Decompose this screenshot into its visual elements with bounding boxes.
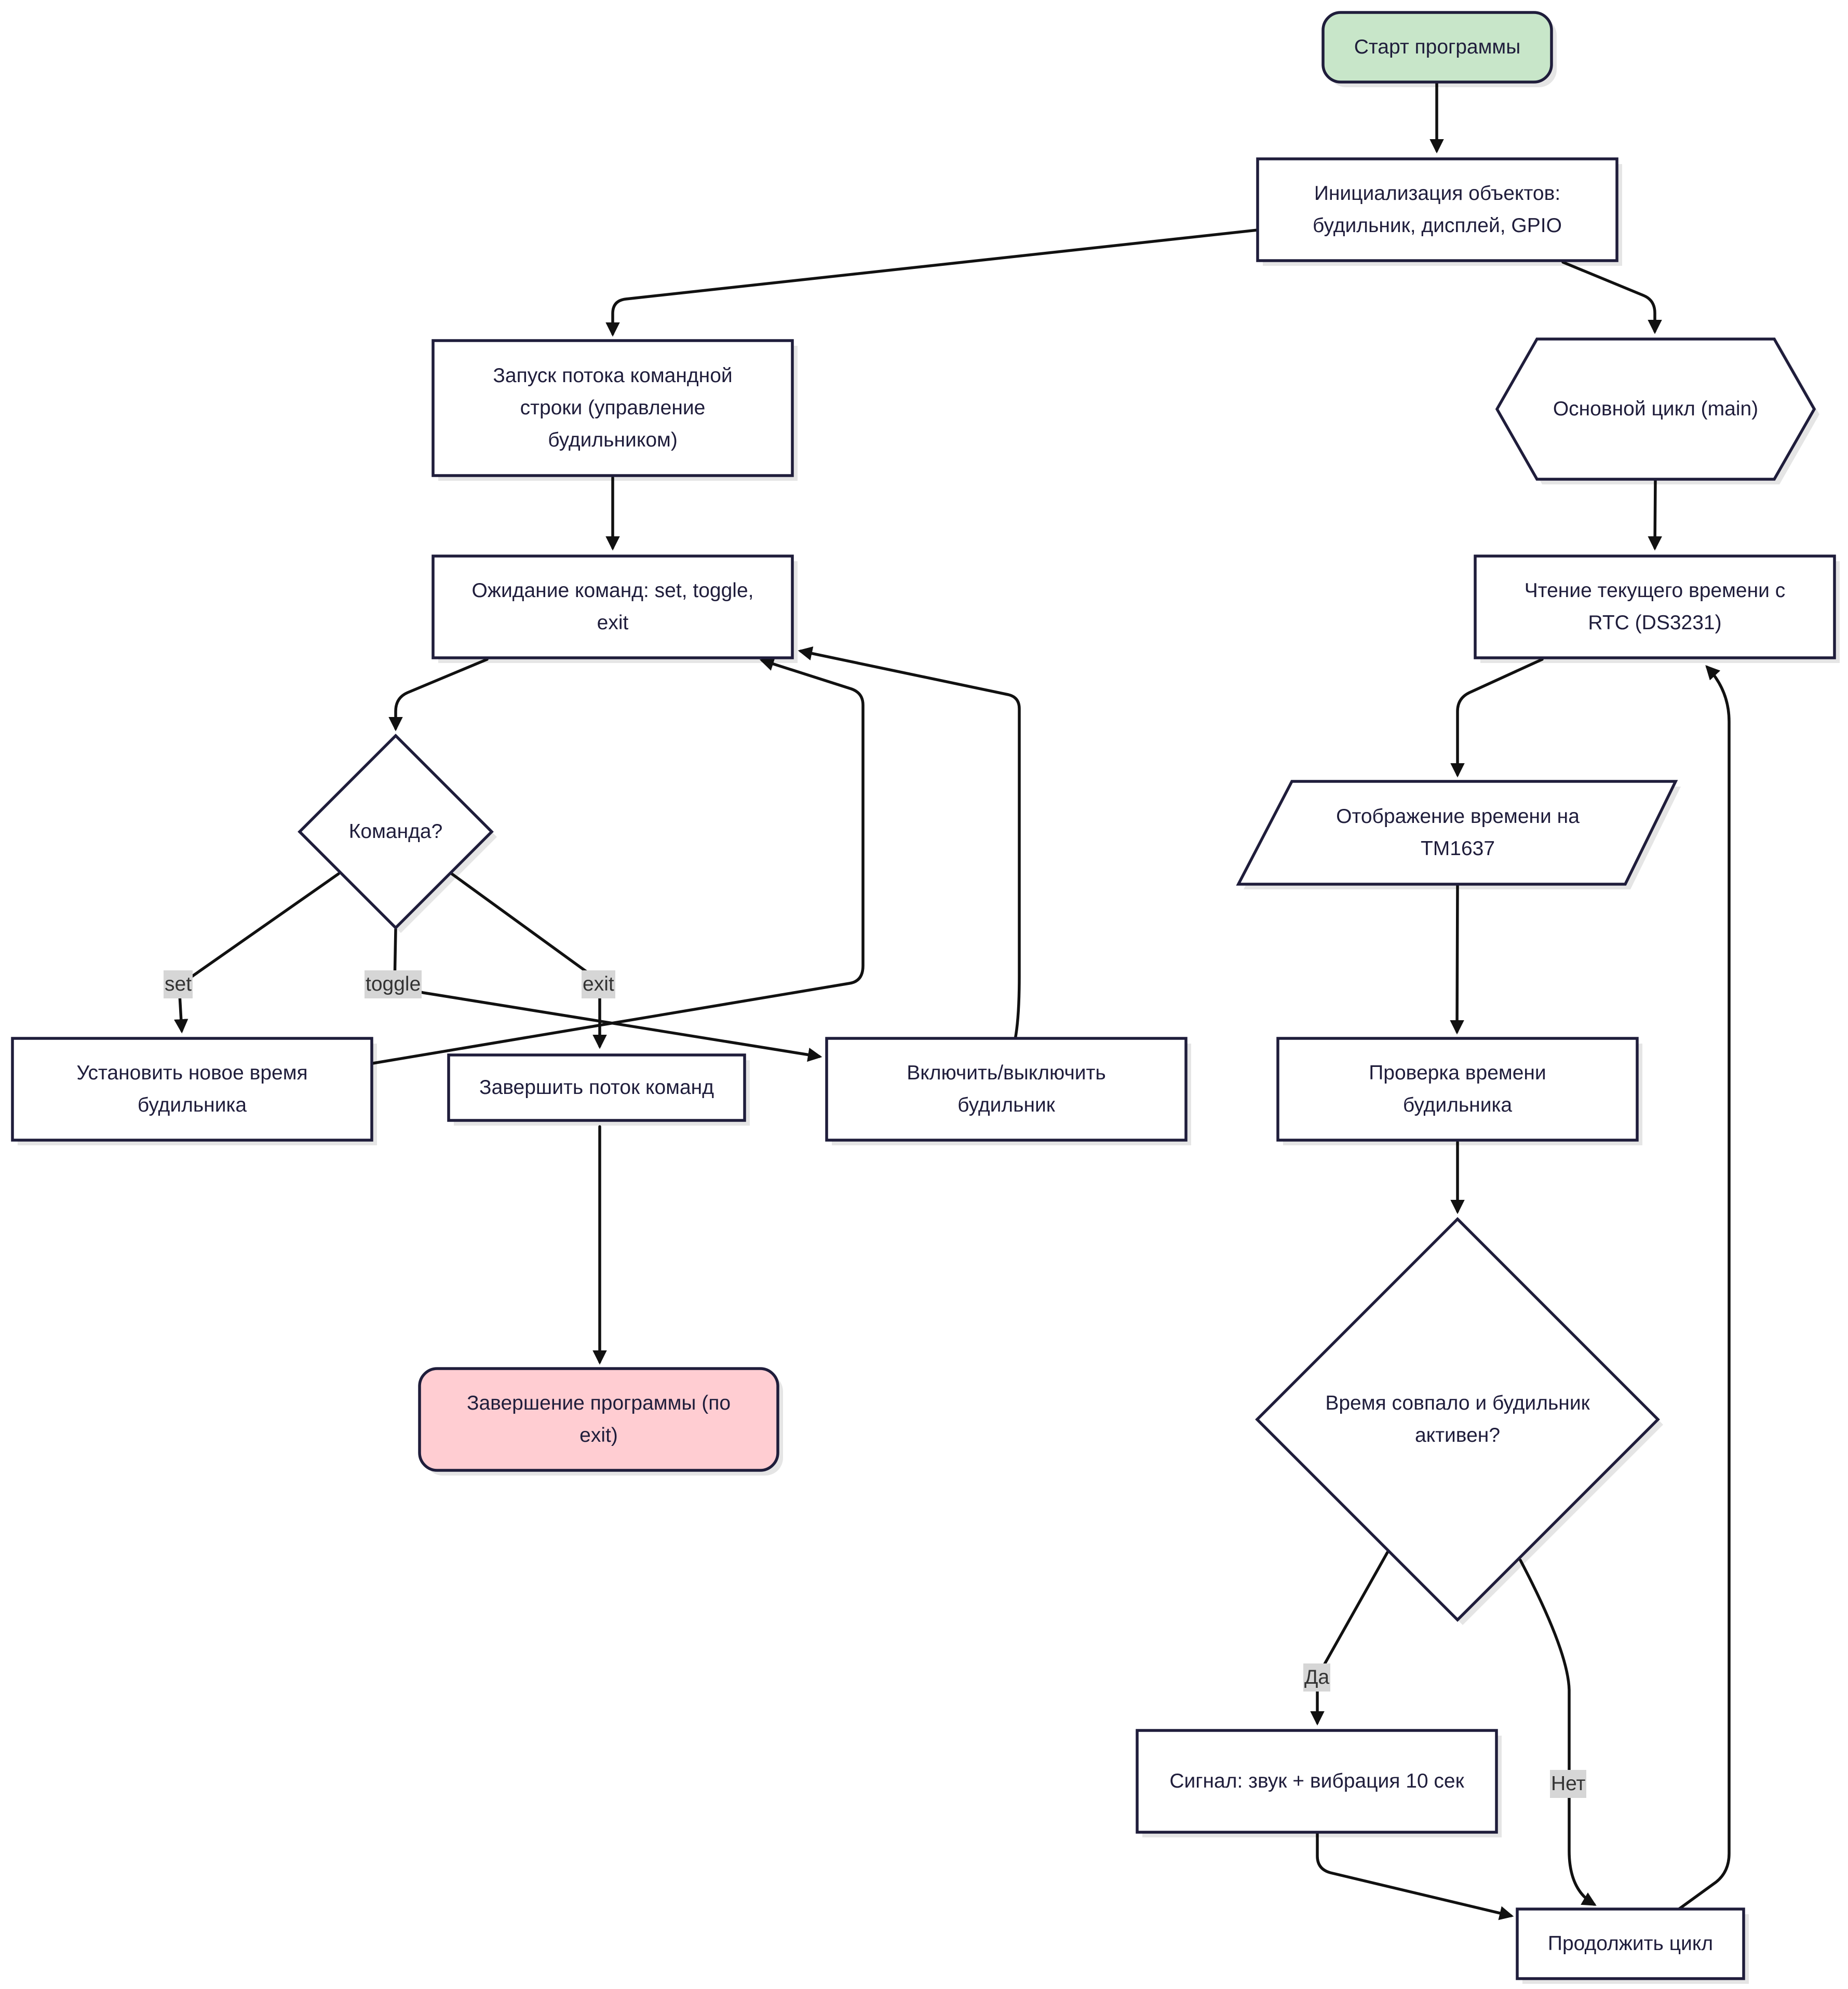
- edge-wait-to-decision: [388, 658, 489, 732]
- edge-set-to-wait: [371, 657, 865, 1065]
- edge-label-no: Нет: [1550, 1770, 1587, 1798]
- edge-decision-to-set: [174, 872, 340, 1034]
- check-alarm-node-label: Проверка времени будильника: [1369, 1062, 1546, 1116]
- edge-label-exit: exit: [582, 970, 615, 998]
- stop-thread-node-shape: [447, 1053, 746, 1122]
- main-loop-node-label: Основной цикл (main): [1553, 398, 1759, 420]
- continue-loop-node-label: Продолжить цикл: [1547, 1932, 1714, 1955]
- stop-thread-node-label: Завершить поток команд: [479, 1076, 714, 1099]
- cli-thread-node-label: Запуск потока командной строки (управлен…: [493, 364, 733, 451]
- alarm-decision-shape: [1255, 1217, 1660, 1622]
- edge-init-to-cli-thread: [605, 228, 1259, 337]
- display-time-node-label: Отображение времени на TM1637: [1336, 805, 1580, 860]
- alarm-decision-label: Время совпало и будильник активен?: [1325, 1392, 1590, 1446]
- end-node-shape: [418, 1367, 779, 1472]
- edge-decision-to-exit: [450, 872, 607, 1049]
- init-node-label: Инициализация объектов: будильник, диспл…: [1313, 182, 1562, 237]
- toggle-alarm-node-label: Включить/выключить будильник: [907, 1062, 1106, 1116]
- start-node-shape: [1321, 11, 1553, 84]
- edge-label-set: set: [164, 970, 193, 998]
- edge-continue-to-read-time: [1677, 665, 1731, 1911]
- edge-decision-yes-to-signal: [1310, 1551, 1389, 1726]
- edges: [174, 82, 1731, 1920]
- edge-display-to-check: [1450, 883, 1464, 1035]
- end-node-label: Завершение программы (по exit): [466, 1392, 731, 1446]
- check-alarm-node-shape: [1276, 1037, 1639, 1142]
- cli-thread-node-shape: [431, 339, 794, 477]
- read-time-node-shape: [1474, 554, 1836, 659]
- display-time-node-shape: [1236, 780, 1678, 886]
- edge-decision-no-to-continue: [1519, 1559, 1597, 1906]
- wait-commands-node-shape: [431, 554, 794, 659]
- edge-toggle-to-wait: [798, 646, 1021, 1041]
- read-time-node-label: Чтение текущего времени с RTC (DS3231): [1524, 579, 1786, 634]
- init-node-shape: [1256, 157, 1618, 262]
- command-decision-label: Команда?: [348, 820, 443, 843]
- continue-loop-node-shape: [1516, 1907, 1745, 1980]
- set-alarm-node-label: Установить новое время будильника: [76, 1062, 308, 1116]
- set-alarm-node-shape: [11, 1037, 373, 1142]
- edge-signal-to-continue: [1316, 1832, 1514, 1920]
- toggle-alarm-node-shape: [825, 1037, 1188, 1142]
- main-loop-node-shape: [1495, 337, 1816, 481]
- edge-label-yes: Да: [1303, 1663, 1331, 1692]
- edge-label-toggle: toggle: [365, 970, 422, 998]
- wait-commands-node-label: Ожидание команд: set, toggle, exit: [471, 579, 754, 634]
- signal-node-shape: [1136, 1729, 1498, 1834]
- edge-read-time-to-display: [1450, 658, 1544, 778]
- signal-node-label: Сигнал: звук + вибрация 10 сек: [1169, 1770, 1464, 1792]
- edge-init-to-main-loop: [1561, 261, 1662, 334]
- start-node-label: Старт программы: [1354, 36, 1521, 58]
- nodes: [11, 11, 1840, 1984]
- command-decision-shape: [298, 734, 494, 930]
